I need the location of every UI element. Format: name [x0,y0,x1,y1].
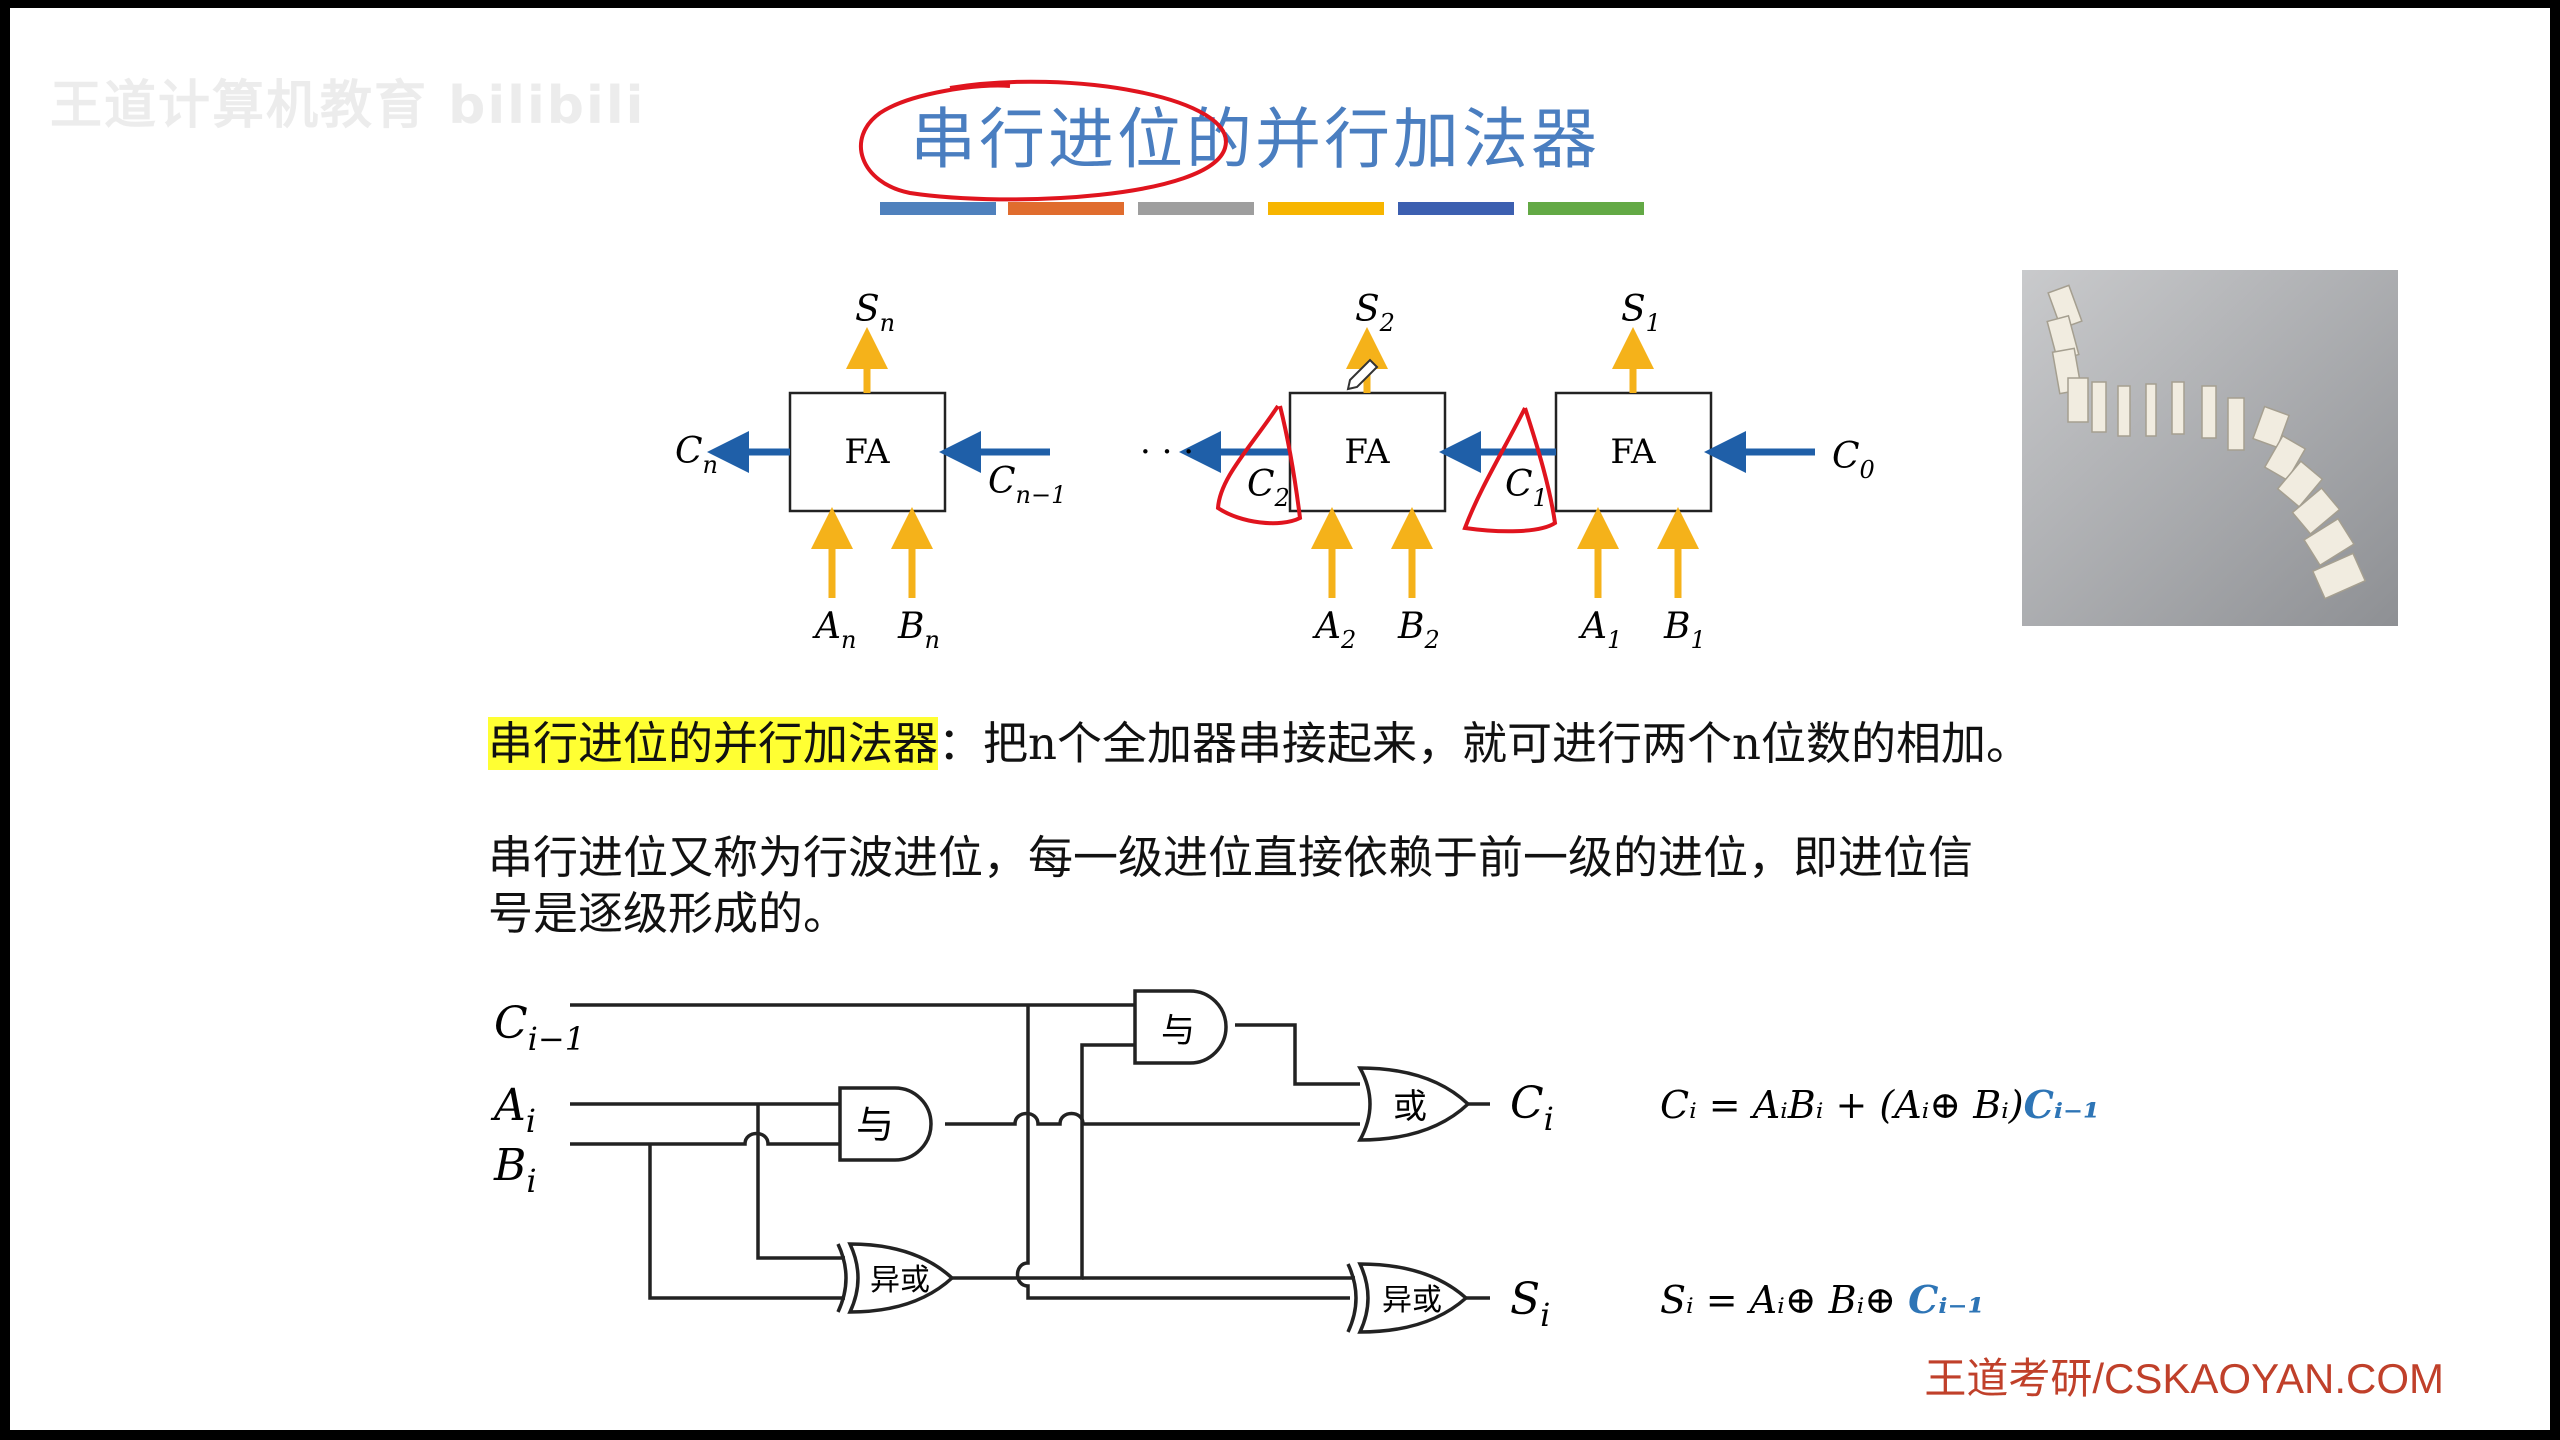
formula-sum: Sᵢ = Aᵢ⊕ Bᵢ⊕ Cᵢ₋₁ [1660,1277,1984,1322]
gate-xor-1-label: 异或 [870,1263,930,1298]
fa-label-2: FA [1344,432,1390,472]
fa-label-1: FA [1610,432,1656,472]
carry-label-1: C1 [1505,464,1548,512]
paragraph-1-rest: ：把n个全加器串接起来，就可进行两个n位数的相加。 [938,717,2031,770]
carry-label-2: C2 [1247,464,1290,512]
domino-photo [2022,270,2398,626]
pencil-cursor-icon [1346,358,1379,391]
page-title: 串行进位的并行加法器 [910,101,1600,178]
title-color-bar-3 [1138,202,1254,215]
output-c-label: Ci [1510,1078,1554,1138]
ellipsis: · · · [1140,432,1194,472]
title-color-bar-2 [1008,202,1124,215]
sum-label-1: S1 [1621,289,1661,337]
title-annotation-circle [859,79,1228,202]
annotation-c2 [1215,404,1303,526]
fa-chain-diagram: FA FA FA Sn S2 S1 An Bn A2 B2 A1 B1 Cn C… [675,289,1875,654]
sum-label-2: S2 [1355,289,1395,337]
footer-brand: 王道考研/CSKAOYAN.COM [1924,1355,2444,1402]
title-color-bar-4 [1268,202,1384,215]
title-color-bar-1 [880,202,996,215]
full-adder-logic-circuit: 与 与 或 异或 异或 Ci−1 Ai Bi Ci Si Cᵢ = AᵢBᵢ +… [490,989,2100,1334]
watermark-logo: 王道计算机教育 bilibili [50,76,646,136]
gate-and-2-label: 与 [1161,1011,1195,1051]
input-c-label: Ci−1 [494,998,585,1058]
paragraph-2-line-1: 串行进位又称为行波进位，每一级进位直接依赖于前一级的进位，即进位信 [488,831,1974,884]
gate-and-1-label: 与 [856,1103,894,1147]
gate-or-label: 或 [1393,1087,1427,1127]
annotation-c1 [1462,407,1558,534]
carry-label-0: C0 [1832,436,1875,484]
input-b-label: Bi [493,1140,537,1200]
gate-xor-2-label: 异或 [1382,1283,1442,1318]
carry-label-n: Cn [675,431,718,479]
carry-label-n-1: Cn−1 [988,461,1066,509]
title-color-bar-5 [1398,202,1514,215]
input-a-label: Ai [490,1080,536,1140]
paragraph-1-highlight: 串行进位的并行加法器 [488,717,939,770]
paragraph-2-line-2: 号是逐级形成的。 [488,887,849,940]
slide: 王道计算机教育 bilibili 串行进位的并行加法器 FA FA FA Sn [10,8,2550,1430]
paragraph-1: 串行进位的并行加法器：把n个全加器串接起来，就可进行两个n位数的相加。 [488,716,2031,772]
title-color-bar-6 [1528,202,1644,215]
paragraph-2: 串行进位又称为行波进位，每一级进位直接依赖于前一级的进位，即进位信 号是逐级形成… [488,830,1973,942]
output-s-label: Si [1510,1274,1550,1334]
sum-label-n: Sn [855,289,895,337]
formula-carry: Cᵢ = AᵢBᵢ + (Aᵢ⊕ Bᵢ)Cᵢ₋₁ [1660,1082,2100,1127]
fa-label-n: FA [844,432,890,472]
